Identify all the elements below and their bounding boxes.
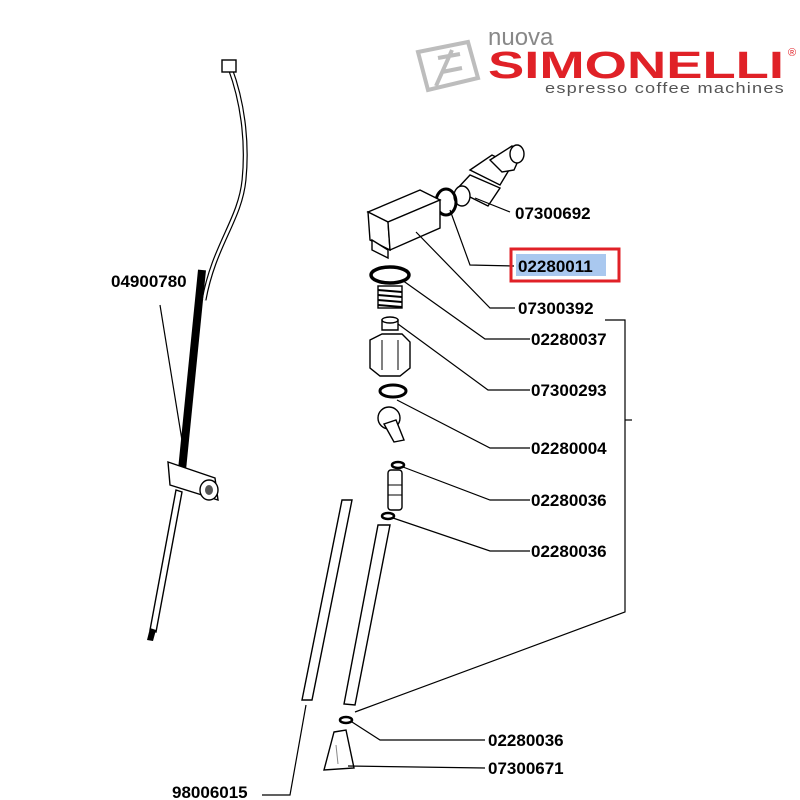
part-label-02280004: 02280004: [531, 439, 607, 458]
washer-part: [378, 383, 408, 399]
cable-connector: [221, 59, 237, 73]
probe-body-part: [147, 460, 219, 641]
logo-emblem-icon: [415, 39, 481, 93]
hex-nut-part: [369, 333, 411, 377]
cup-part: [381, 316, 399, 331]
brand-logo: nuova SIMONELLI ® espresso coffee machin…: [415, 24, 796, 97]
part-label-07300692: 07300692: [515, 204, 591, 223]
tip-part: [323, 729, 355, 771]
registered-mark: ®: [788, 47, 796, 59]
brand-tagline: espresso coffee machines: [545, 80, 785, 97]
part-label-07300671: 07300671: [488, 759, 564, 778]
part-label-02280036-c: 02280036: [488, 731, 564, 750]
small-o-ring-part-top: [390, 460, 406, 470]
part-label-02280011: 02280011: [518, 257, 593, 276]
ring-part: [369, 265, 411, 285]
part-label-98006015: 98006015: [172, 783, 248, 800]
leader-lines: [159, 197, 632, 796]
part-label-02280036-b: 02280036: [531, 542, 607, 561]
spring-part: [377, 285, 403, 309]
part-label-02280037: 02280037: [531, 330, 607, 349]
nozzle-part: [377, 406, 405, 443]
part-label-02280036-a: 02280036: [531, 491, 607, 510]
part-label-07300293: 07300293: [531, 381, 607, 400]
selection-highlight: [516, 254, 606, 276]
fitting-part: [453, 144, 525, 207]
probe-cable-part: [201, 59, 248, 301]
brand-name: SIMONELLI: [488, 45, 784, 87]
part-label-07300392: 07300392: [518, 299, 594, 318]
highlight-box: [509, 247, 621, 283]
small-o-ring-part-middle: [380, 511, 396, 521]
brand-prefix: nuova: [488, 24, 554, 51]
elbow-body-part: [366, 189, 442, 260]
separate-tube-part: [301, 499, 353, 701]
connector-part: [387, 469, 403, 511]
long-tube-part: [343, 524, 391, 706]
part-label-04900780: 04900780: [111, 272, 187, 291]
small-o-ring-part-bottom: [338, 715, 354, 725]
probe-spring-part: [178, 269, 206, 471]
